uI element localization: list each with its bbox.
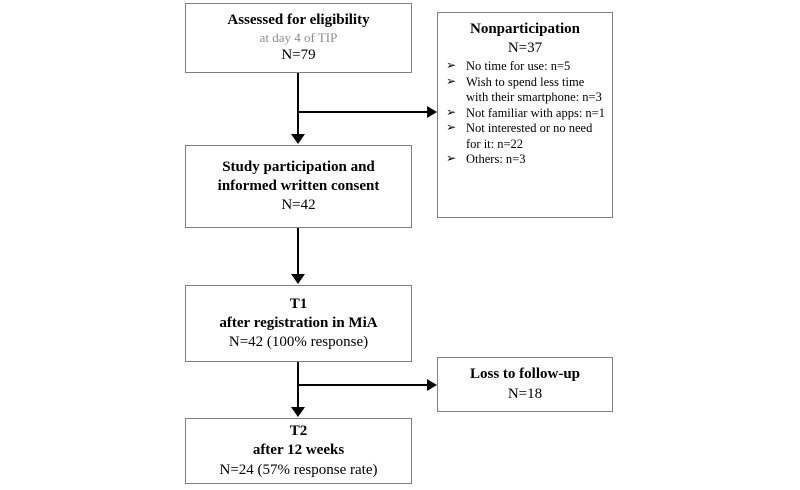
connector-assessed-to-consent — [297, 73, 299, 137]
list-item: ➢ Not familiar with apps: n=1 — [444, 104, 606, 121]
nonparticipation-title: Nonparticipation — [469, 21, 580, 37]
t1-subtitle: after registration in MiA — [219, 314, 378, 331]
node-study-participation-consent: Study participation and informed written… — [185, 145, 412, 228]
loss-title: Loss to follow-up — [469, 366, 581, 383]
arrowhead-t1 — [291, 274, 305, 284]
arrowhead-t2 — [291, 407, 305, 417]
t1-count: N=42 (100% response) — [228, 334, 369, 351]
list-item: ➢ Others: n=3 — [444, 151, 606, 167]
assessed-subtitle: at day 4 of TIP — [259, 29, 338, 45]
list-item: ➢ Not interested or no need for it: n=22 — [444, 120, 606, 152]
arrowhead-consent — [291, 134, 305, 144]
connector-to-nonparticipation — [297, 111, 429, 113]
bullet-arrow-icon: ➢ — [446, 73, 457, 88]
bullet-arrow-icon: ➢ — [446, 120, 457, 135]
reason-text: Wish to spend less time with their smart… — [466, 74, 602, 105]
arrowhead-loss-follow-up — [427, 379, 437, 391]
t2-subtitle: after 12 weeks — [252, 442, 345, 459]
assessed-title: Assessed for eligibility — [227, 11, 370, 28]
t1-title: T1 — [289, 295, 308, 312]
bullet-arrow-icon: ➢ — [446, 104, 457, 119]
reason-text: Others: n=3 — [466, 152, 526, 166]
bullet-arrow-icon: ➢ — [446, 151, 457, 165]
list-item: ➢ Wish to spend less time with their sma… — [444, 73, 606, 106]
reason-text: Not familiar with apps: n=1 — [466, 105, 605, 120]
bullet-arrow-icon: ➢ — [446, 58, 457, 73]
node-t1: T1 after registration in MiA N=42 (100% … — [185, 285, 412, 362]
node-assessed-for-eligibility: Assessed for eligibility at day 4 of TIP… — [185, 3, 412, 73]
nonparticipation-reason-list: ➢ No time for use: n=5 ➢ Wish to spend l… — [444, 58, 606, 167]
connector-t1-to-t2 — [297, 362, 299, 410]
list-item: ➢ No time for use: n=5 — [444, 58, 606, 74]
nonparticipation-count: N=37 — [507, 40, 543, 57]
connector-to-loss-follow-up — [297, 384, 429, 386]
reason-text: Not interested or no need for it: n=22 — [466, 121, 593, 151]
node-nonparticipation: Nonparticipation N=37 ➢ No time for use:… — [437, 12, 613, 218]
connector-consent-to-t1 — [297, 228, 299, 277]
assessed-count: N=79 — [281, 47, 316, 64]
node-loss-to-follow-up: Loss to follow-up N=18 — [437, 357, 613, 412]
loss-count: N=18 — [507, 385, 543, 402]
consent-count: N=42 — [281, 197, 316, 214]
consent-title-line1: Study participation and — [222, 158, 375, 175]
arrowhead-nonparticipation — [427, 106, 437, 118]
node-t2: T2 after 12 weeks N=24 (57% response rat… — [185, 418, 412, 484]
t2-count: N=24 (57% response rate) — [219, 461, 378, 478]
consent-title-line2: informed written consent — [217, 177, 380, 194]
t2-title: T2 — [289, 423, 308, 440]
reason-text: No time for use: n=5 — [466, 59, 571, 74]
